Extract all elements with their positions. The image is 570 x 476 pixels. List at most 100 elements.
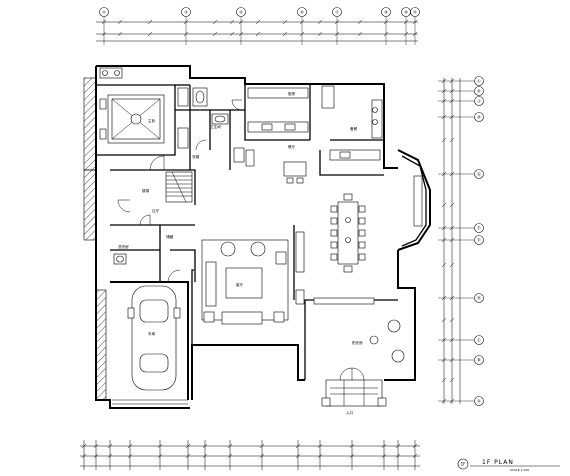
dimension-tick bbox=[317, 19, 323, 25]
dimension-tick bbox=[449, 262, 455, 268]
living-furniture bbox=[201, 231, 305, 325]
room-label-entry: 入口 bbox=[346, 410, 354, 415]
grid-label: ⑦ bbox=[335, 9, 339, 14]
grid-label: Ⓖ bbox=[477, 170, 481, 176]
title-scale: SCALE 1:100 bbox=[510, 468, 529, 472]
dimension-tick bbox=[441, 377, 447, 383]
grid-bubble-right: Ⓔ bbox=[438, 235, 484, 245]
drawing-title: 1F 1F PLAN SCALE 1:100 bbox=[457, 458, 560, 472]
dimension-tick bbox=[317, 31, 323, 37]
dimension-tick bbox=[449, 202, 455, 208]
top-grid-ticks bbox=[101, 19, 418, 37]
grid-bubble-right: Ⓑ bbox=[438, 355, 484, 365]
grid-bubble-right: Ⓙ bbox=[438, 96, 484, 106]
grid-bubble-right: Ⓐ bbox=[438, 396, 484, 406]
top-dimension-chain bbox=[96, 19, 418, 42]
grid-bubble-right: Ⓒ bbox=[438, 335, 484, 345]
room-label-pantry: 备餐 bbox=[350, 126, 358, 131]
grid-bubble-right: Ⓓ bbox=[438, 293, 484, 303]
dimension-tick bbox=[147, 19, 153, 25]
grid-label: Ⓐ bbox=[477, 397, 481, 403]
interior-walls bbox=[96, 84, 384, 300]
room-label-bedroom: 主卧 bbox=[148, 118, 156, 123]
kitchen-counters bbox=[247, 85, 383, 161]
grid-label: Ⓑ bbox=[477, 356, 481, 362]
bathroom-fixtures bbox=[113, 87, 245, 265]
dimension-tick bbox=[212, 31, 218, 37]
grid-label: Ⓕ bbox=[477, 224, 481, 230]
grid-bubble-top: ① bbox=[99, 7, 109, 45]
grid-label: ① bbox=[102, 9, 106, 14]
dimension-tick bbox=[449, 137, 455, 143]
dimension-tick bbox=[212, 19, 218, 25]
room-label-living: 客厅 bbox=[236, 282, 244, 287]
dimension-tick bbox=[255, 19, 261, 25]
dining-set bbox=[330, 175, 423, 273]
grid-label: ⑥ bbox=[300, 9, 304, 14]
grid-label: ③ bbox=[184, 9, 188, 14]
room-label-laundry: 洗衣房 bbox=[118, 244, 129, 249]
site-boundary-hatch bbox=[83, 77, 107, 401]
room-label-bath: 卫生间 bbox=[210, 124, 221, 129]
grid-label: Ⓙ bbox=[477, 97, 481, 103]
title-text: 1F PLAN bbox=[482, 459, 514, 466]
title-number: 1F bbox=[461, 461, 467, 466]
garage-car bbox=[112, 285, 188, 405]
dimension-tick bbox=[229, 19, 235, 25]
grid-bubble-right: Ⓛ bbox=[438, 76, 484, 86]
bottom-grid-ticks bbox=[81, 440, 418, 470]
grid-bubble-top: ③ bbox=[181, 7, 191, 45]
bedroom-furniture bbox=[99, 67, 189, 149]
dimension-tick bbox=[449, 317, 455, 323]
grid-label: Ⓚ bbox=[477, 87, 481, 93]
dimension-tick bbox=[147, 31, 153, 37]
dimension-tick bbox=[229, 31, 235, 37]
door-swings bbox=[117, 99, 365, 381]
grid-bubble-top: ⑥ bbox=[297, 7, 307, 45]
grid-label: ⑪ bbox=[413, 8, 417, 14]
room-label-stair: 楼梯 bbox=[142, 188, 150, 193]
dimension-tick bbox=[282, 19, 288, 25]
grid-bubble-top: ⑩ bbox=[401, 7, 411, 45]
dimension-tick bbox=[357, 31, 363, 37]
grid-label: Ⓓ bbox=[477, 294, 481, 300]
grid-bubble-top: ⑨ bbox=[381, 7, 391, 45]
grid-bubble-top: ⑦ bbox=[332, 7, 342, 45]
grid-bubble-top: ⑪ bbox=[410, 7, 420, 45]
grid-label: ④ bbox=[239, 9, 243, 14]
right-dimension-chain bbox=[441, 78, 461, 404]
dimension-tick bbox=[441, 317, 447, 323]
entry-steps bbox=[321, 379, 387, 407]
grid-bubble-right: Ⓚ bbox=[438, 86, 484, 96]
grid-label: Ⓒ bbox=[477, 336, 481, 342]
room-label-storage: 储藏 bbox=[166, 234, 174, 239]
grid-label: Ⓗ bbox=[477, 113, 481, 119]
grid-bubble-right: Ⓖ bbox=[438, 169, 484, 179]
room-label-sunroom: 阳光房 bbox=[352, 340, 363, 345]
room-label-kitchen: 厨房 bbox=[288, 91, 296, 96]
grid-label: Ⓔ bbox=[477, 236, 481, 242]
dimension-tick bbox=[441, 137, 447, 143]
dimension-tick bbox=[441, 202, 447, 208]
room-label-hall: 过厅 bbox=[152, 208, 160, 213]
stair bbox=[165, 171, 193, 203]
grid-bubble-right: Ⓗ bbox=[438, 112, 484, 122]
dimension-tick bbox=[449, 377, 455, 383]
dimension-tick bbox=[117, 19, 123, 25]
right-grid-bubbles: Ⓛ Ⓚ Ⓙ Ⓗ Ⓖ Ⓕ Ⓔ Ⓓ Ⓒ Ⓑ Ⓐ bbox=[438, 76, 484, 406]
dimension-tick bbox=[255, 31, 261, 37]
grid-label: Ⓛ bbox=[477, 77, 481, 83]
room-label-garage: 车库 bbox=[148, 331, 156, 336]
grid-bubble-top: ④ bbox=[236, 7, 246, 45]
bottom-dimension-chain bbox=[80, 440, 420, 470]
sunroom-furniture bbox=[313, 297, 405, 363]
room-label-closet: 衣帽 bbox=[192, 154, 200, 159]
grid-label: ⑩ bbox=[404, 9, 408, 14]
exterior-walls bbox=[95, 65, 431, 409]
grid-bubble-right: Ⓕ bbox=[438, 223, 484, 233]
grid-label: ⑨ bbox=[384, 9, 388, 14]
room-label-dining: 餐厅 bbox=[288, 144, 296, 149]
dimension-tick bbox=[357, 19, 363, 25]
dimension-tick bbox=[117, 31, 123, 37]
